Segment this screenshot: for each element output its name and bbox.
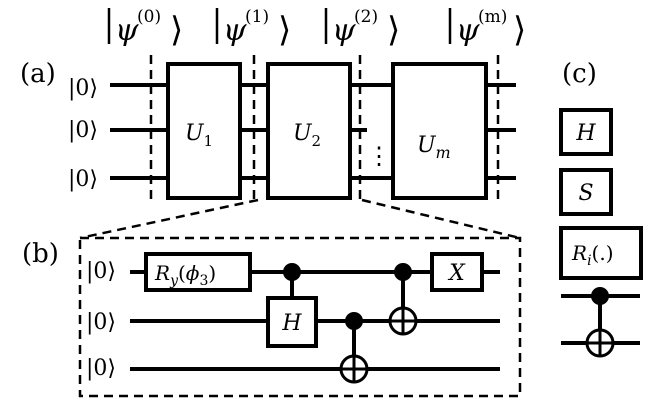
target-cnot-12 [388,306,418,336]
x-gate-label: X [447,261,466,286]
unitary-label-um: Um [417,133,451,162]
svg-text:ψ: ψ [115,13,139,48]
ket-angle: ⟩ [170,10,183,50]
svg-text:(m): (m) [478,7,507,27]
svg-text:(1): (1) [245,7,269,27]
cnot-control-dot [591,287,609,305]
control-dot-cnot-12 [394,263,412,281]
unitary-box-u2 [266,62,352,200]
state-separators [149,55,500,200]
gate-set-h-label: H [575,121,596,146]
unitary-label-u2: U2 [293,121,321,150]
unitary-boxes [166,62,488,200]
ket-angle: ⟩ [278,10,291,50]
svg-text:ψ: ψ [223,13,247,48]
svg-text:(2): (2) [354,7,378,27]
ry-gate-label: Ry(ϕ3) [154,261,216,289]
svg-text:(0): (0) [137,7,161,27]
unitary-box-um [391,62,488,200]
panel-b-label: (b) [22,239,59,269]
ket-angle: ⟩ [513,10,526,50]
gate-set-cnot [561,287,640,358]
panel-b: (b) |0⟩ |0⟩ |0⟩ Ry(ϕ3) H X [22,236,522,398]
state-ket-2: ψ (2) ⟩ [324,7,400,50]
zoom-line-right [361,198,521,240]
svg-text:ψ: ψ [456,13,480,48]
ry-gate [144,252,252,292]
control-dot-ch [283,263,301,281]
zoom-lines [79,198,521,240]
input-label-a-2: |0⟩ [68,118,98,143]
x-gate [430,252,484,292]
input-label-a-3: |0⟩ [68,167,98,192]
unitary-label-u1: U1 [185,121,213,150]
zoom-line-left [79,198,259,240]
gate-set-ri-label: Ri(.) [571,241,614,269]
gate-set-ri [559,226,643,280]
svg-text:ψ: ψ [332,13,356,48]
target-cnot-23 [339,354,369,384]
wire-ellipsis: ⋮ [367,142,391,170]
ket-angle: ⟩ [387,10,400,50]
input-label-b-2: |0⟩ [86,310,116,335]
state-ket-m: ψ (m) ⟩ [448,7,526,50]
cnot-target [585,328,615,358]
control-dot-cnot-23 [345,312,363,330]
h-gate-label: H [281,311,302,336]
input-labels-b: |0⟩ |0⟩ |0⟩ [86,259,116,381]
panel-c-label: (c) [562,59,597,89]
gate-set-h [559,108,613,156]
state-ket-0: ψ (0) ⟩ [107,7,183,50]
input-label-a-1: |0⟩ [68,76,98,101]
state-ket-1: ψ (1) ⟩ [215,7,291,50]
panel-c: (c) H S Ri(.) [559,59,643,358]
gate-set-s [559,168,613,216]
zoom-frame [78,236,522,398]
input-label-b-3: |0⟩ [86,356,116,381]
panel-a-label: (a) [20,59,56,89]
gate-set-s-label: S [578,181,593,206]
input-labels-a: |0⟩ |0⟩ |0⟩ [68,76,98,192]
unitary-box-u1 [166,62,242,200]
panel-a: (a) |0⟩ |0⟩ |0⟩ U1 [20,7,526,240]
h-gate [266,296,318,348]
input-label-b-1: |0⟩ [86,259,116,284]
